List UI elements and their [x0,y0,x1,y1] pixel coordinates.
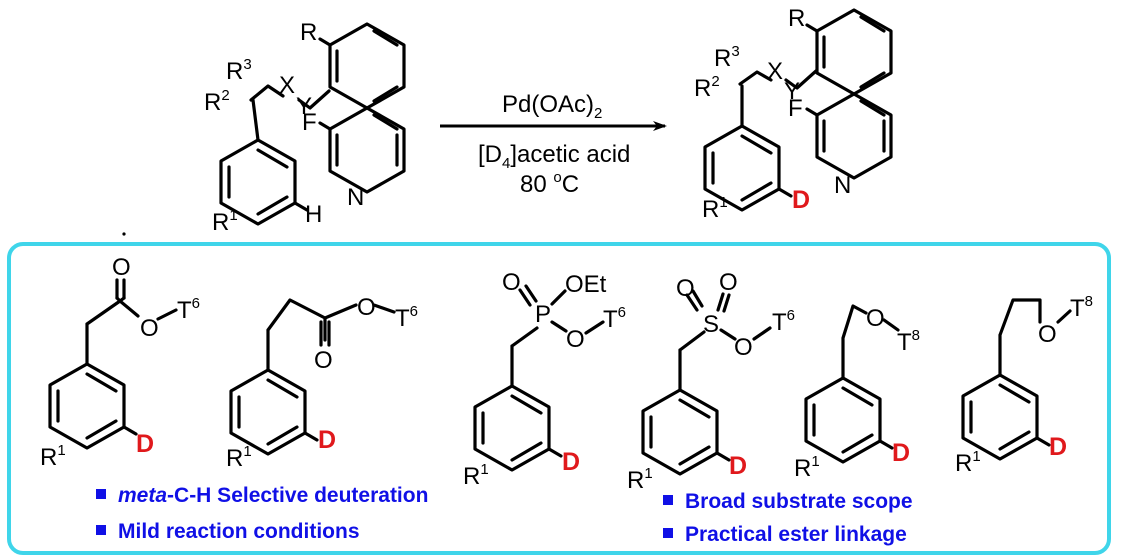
atom-R1: R1 [955,448,981,477]
atom-Y: Y [784,78,800,105]
atom-R: R [300,19,317,46]
atom-O: O [566,326,585,353]
feature-broad-scope: Broad substrate scope [663,490,913,514]
atom-T6: T6 [603,304,626,333]
feature-mild-conditions: Mild reaction conditions [96,520,360,544]
atom-R1: R1 [226,443,252,472]
substrate-benzylsulfonate: O O S O T6 R1 D [627,269,795,494]
atom-R2: R2 [204,87,230,116]
atom-H: H [305,201,322,228]
atom-R: R [788,5,805,32]
atom-T8: T8 [897,327,920,356]
atom-N: N [347,184,364,211]
substrate-phenethyl-ether: O T8 R1 D [955,293,1093,477]
atom-R1: R1 [40,442,66,471]
substrate-benzyl-ether: O T8 R1 D [794,304,920,482]
bullet-square-icon [663,528,673,539]
atom-R1: R1 [463,461,489,490]
atom-R3: R3 [714,43,740,72]
atom-D: D [892,439,910,467]
atom-O: O [676,275,695,302]
reagent-label: Pd(OAc)2 [502,91,602,122]
atom-D: D [792,186,810,214]
atom-F: F [302,109,317,136]
feature-ester-linkage: Practical ester linkage [663,523,907,547]
atom-D: D [562,448,580,476]
atom-R3: R3 [226,56,252,85]
substrate-arylacetate: O O T6 R1 D [40,232,200,471]
atom-O: O [140,315,159,342]
atom-O: O [1038,321,1057,348]
atom-O: O [314,347,333,374]
atom-O: O [866,305,885,332]
bullet-square-icon [663,495,673,506]
atom-T8: T8 [1070,293,1093,322]
atom-R1: R1 [627,465,653,494]
atom-O: O [357,294,376,321]
reaction-arrow: Pd(OAc)2 [D4]acetic acid 80 oC [440,91,667,198]
atom-O: O [719,269,738,296]
atom-N: N [834,172,851,199]
atom-R1: R1 [702,194,728,223]
atom-O: O [112,254,131,281]
atom-Y: Y [296,93,312,120]
atom-T6: T6 [177,295,200,324]
atom-O: O [734,334,753,361]
atom-P: P [535,301,551,328]
solvent-label: [D4]acetic acid [478,141,630,172]
atom-T6: T6 [395,303,418,332]
starting-material: R R3 R2 X Y F N R1 H [204,19,406,236]
atom-S: S [703,311,719,338]
feature-meta-selective: meta-C-H Selective deuteration [96,484,428,508]
product: R R3 R2 X Y F N R1 D [694,5,893,223]
atom-T6: T6 [772,307,795,336]
atom-D: D [318,426,336,454]
atom-R1: R1 [794,453,820,482]
temperature-label: 80 oC [520,169,579,198]
atom-X: X [767,58,783,85]
atom-R1: R1 [212,207,238,236]
atom-X: X [279,72,295,99]
atom-D: D [729,452,747,480]
atom-O: O [502,269,521,296]
atom-R2: R2 [694,73,720,102]
atom-F: F [788,95,803,122]
atom-D: D [136,430,154,458]
substrate-scope-frame [7,242,1111,555]
bullet-square-icon [96,489,106,500]
atom-OEt: OEt [565,271,607,298]
bullet-square-icon [96,525,106,536]
substrate-arylpropionate: O O T6 R1 D [226,294,418,472]
atom-D: D [1049,433,1067,461]
substrate-benzylphosphonate: O OEt P O T6 R1 D [463,269,626,490]
